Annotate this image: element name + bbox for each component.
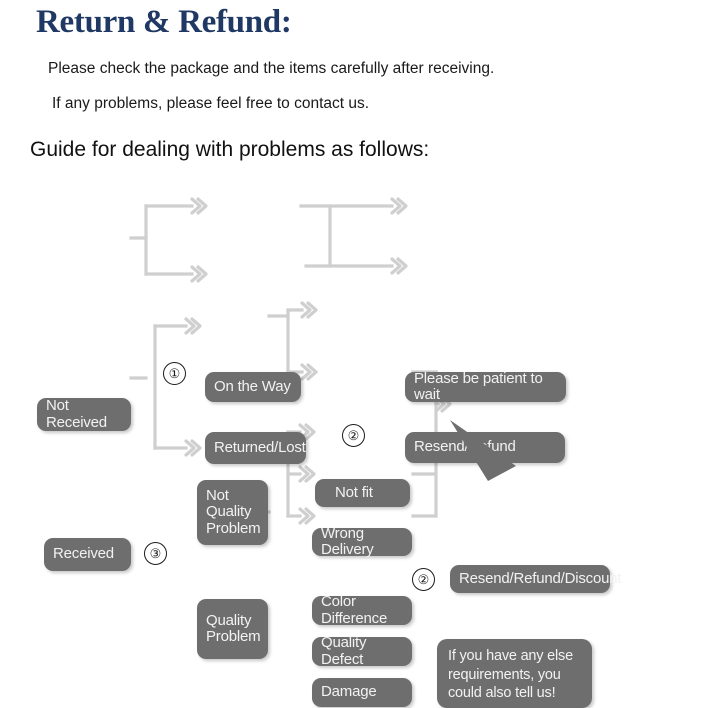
page-title: Return & Refund: <box>36 4 292 40</box>
node-damage[interactable]: Damage <box>312 678 412 707</box>
node-received-label: Received <box>53 545 114 563</box>
step-marker-3-label: ③ <box>149 545 162 561</box>
node-not-fit[interactable]: Not fit <box>315 479 410 507</box>
step-marker-2-upper: ② <box>342 424 365 447</box>
node-received[interactable]: Received <box>44 538 131 571</box>
step-marker-1-label: ① <box>168 365 181 381</box>
node-returned-lost[interactable]: Returned/Lost <box>205 432 306 464</box>
node-not-quality-problem-label: Not Quality Problem <box>206 487 261 537</box>
node-not-quality-problem[interactable]: Not Quality Problem <box>197 480 268 545</box>
node-resend-refund[interactable]: Resend/Refund <box>405 432 565 463</box>
callout-bubble: If you have any else requirements, you c… <box>437 639 592 708</box>
node-not-fit-label: Not fit <box>335 483 373 501</box>
node-quality-defect-label: Quality Defect <box>321 634 367 668</box>
guide-heading: Guide for dealing with problems as follo… <box>30 138 430 161</box>
node-please-be-patient[interactable]: Please be patient to wait <box>405 369 566 403</box>
node-resend-refund-discount-label: Resend/Refund/Discount <box>459 569 622 587</box>
node-quality-problem[interactable]: Quality Problem <box>197 599 268 659</box>
step-marker-3: ③ <box>144 542 167 565</box>
node-on-the-way[interactable]: On the Way <box>205 372 301 402</box>
node-please-be-patient-label: Please be patient to wait <box>414 369 543 403</box>
node-not-received-label: Not Received <box>46 397 107 431</box>
node-returned-lost-label: Returned/Lost <box>214 438 306 456</box>
node-quality-problem-label: Quality Problem <box>206 611 261 645</box>
node-not-received[interactable]: Not Received <box>37 398 131 431</box>
node-on-the-way-label: On the Way <box>214 377 291 395</box>
node-color-difference[interactable]: Color Difference <box>312 593 412 627</box>
callout-bubble-text: If you have any else requirements, you c… <box>448 648 573 702</box>
problem-handling-flowchart: Not Received On the Way Returned/Lost Pl… <box>0 176 716 708</box>
node-wrong-delivery-label: Wrong Delivery <box>321 524 374 558</box>
step-marker-2-lower-label: ② <box>417 571 430 587</box>
node-resend-refund-discount[interactable]: Resend/Refund/Discount <box>450 565 622 593</box>
node-color-difference-label: Color Difference <box>321 593 388 627</box>
step-marker-1: ① <box>163 362 186 385</box>
intro-line-1: Please check the package and the items c… <box>48 60 495 77</box>
node-quality-defect[interactable]: Quality Defect <box>312 634 412 668</box>
step-marker-2-upper-label: ② <box>347 427 360 443</box>
node-resend-refund-label: Resend/Refund <box>414 438 516 456</box>
step-marker-2-lower: ② <box>412 568 435 591</box>
node-wrong-delivery[interactable]: Wrong Delivery <box>312 524 412 558</box>
intro-line-2: If any problems, please feel free to con… <box>52 95 370 112</box>
node-damage-label: Damage <box>321 683 377 701</box>
